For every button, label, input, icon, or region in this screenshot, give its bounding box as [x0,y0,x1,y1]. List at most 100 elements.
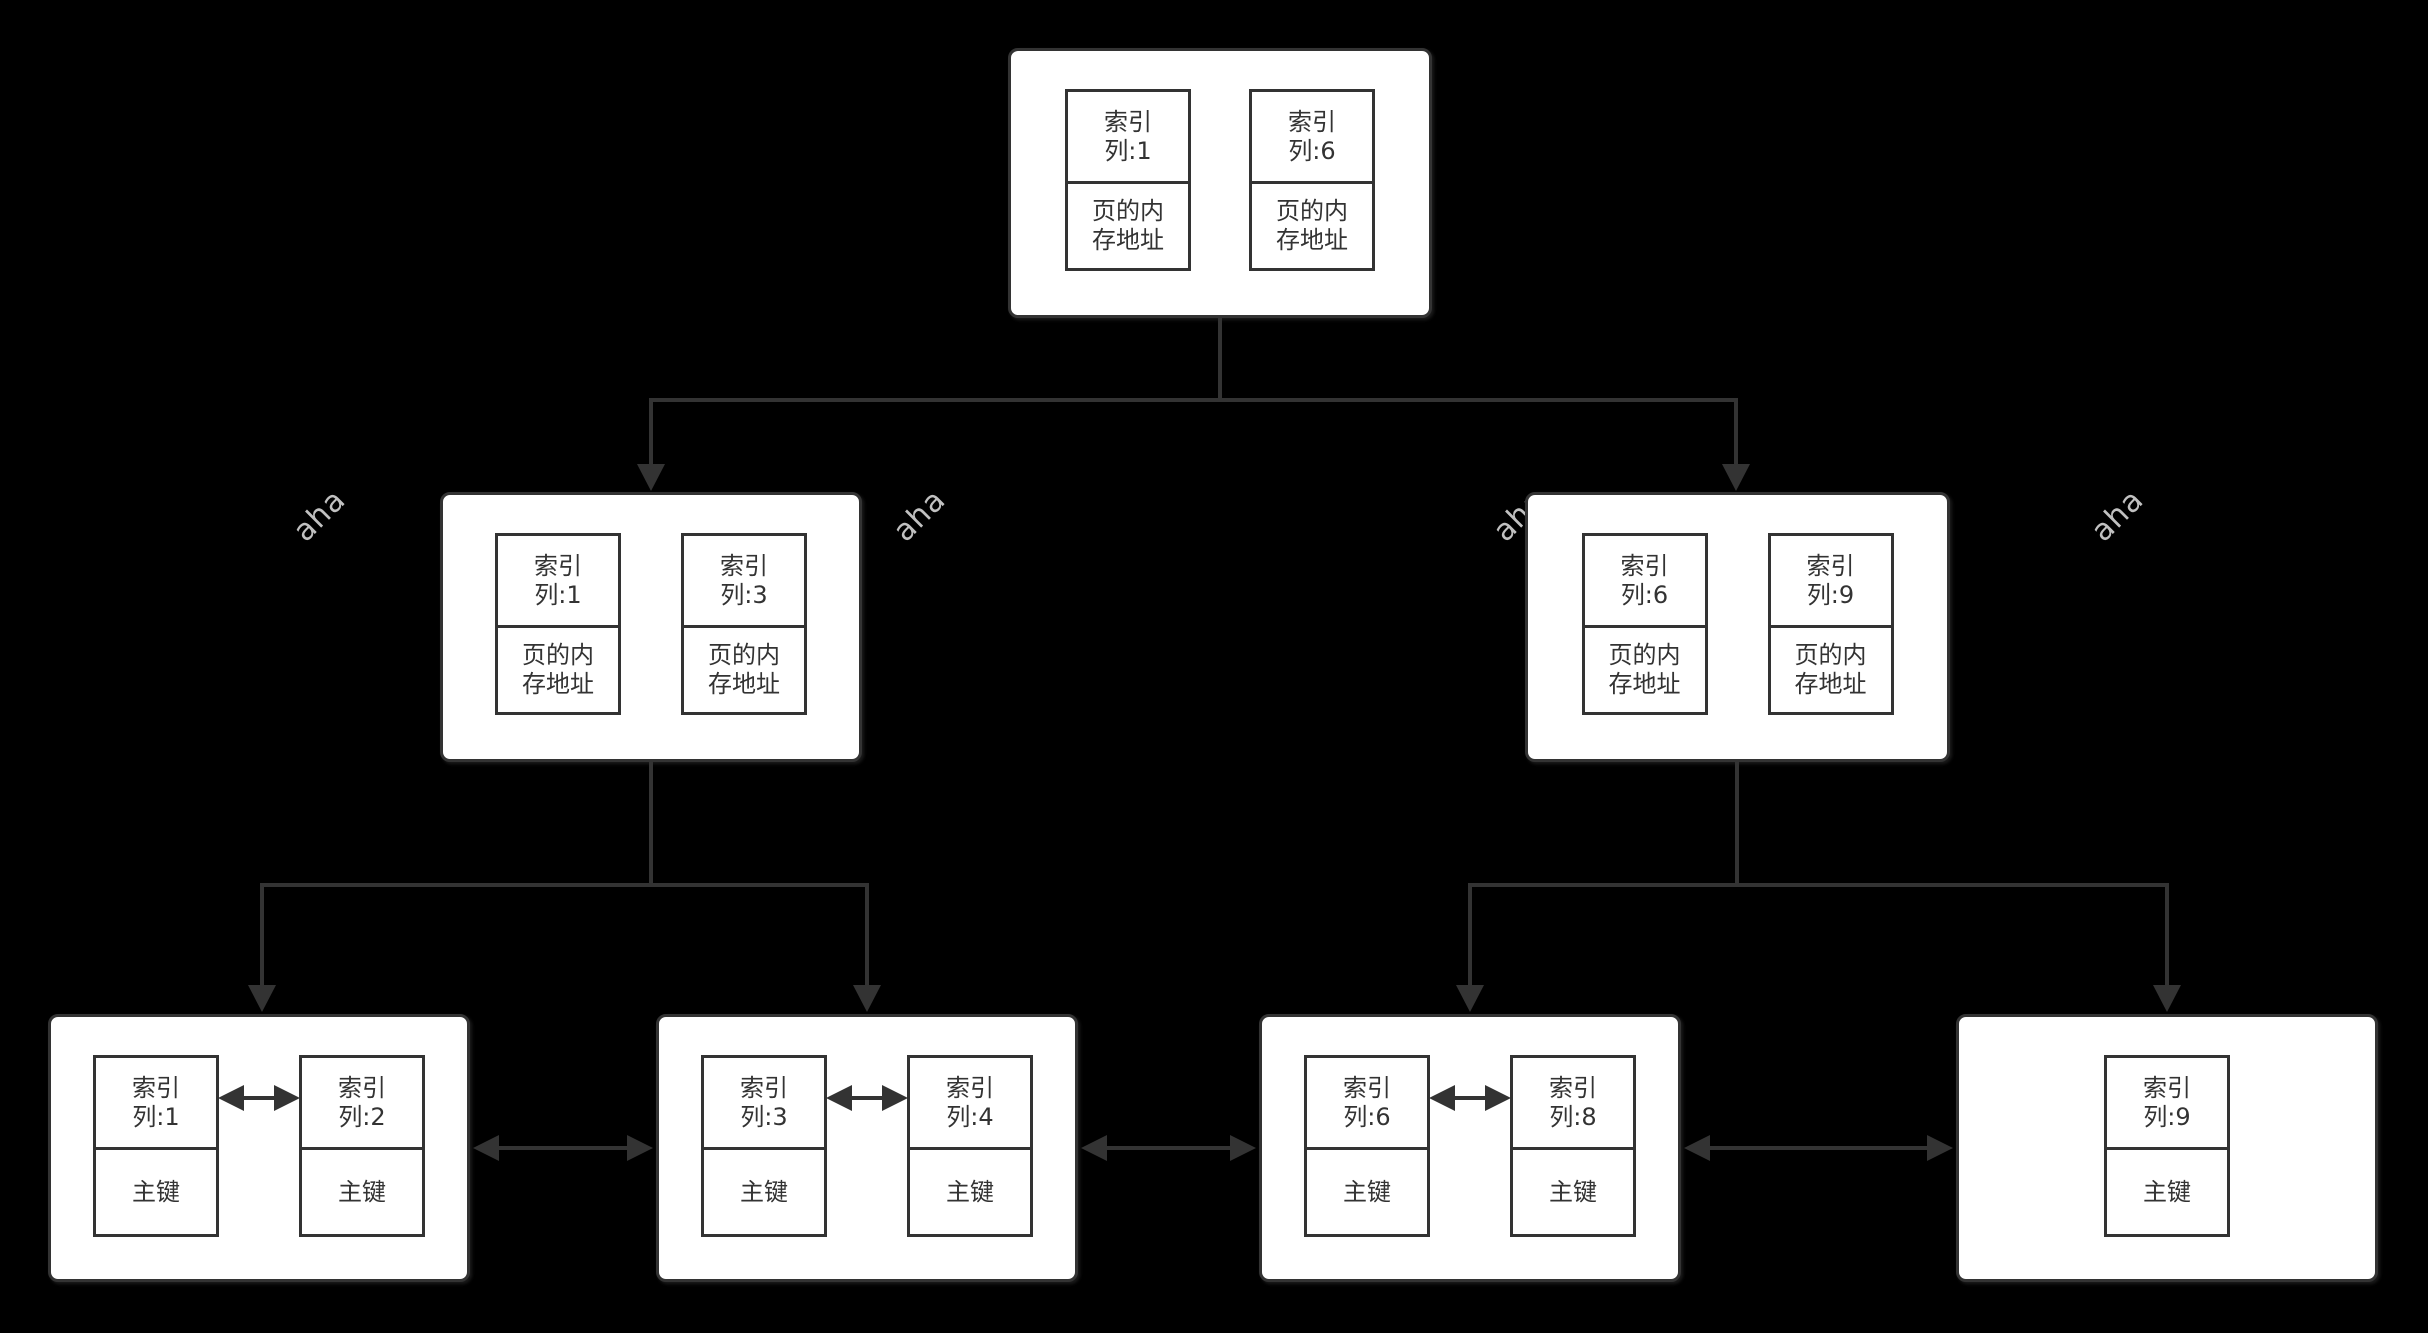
index-key-label: 列:6 [1343,1102,1391,1131]
page-address-label: 页的内 [1608,641,1681,669]
primary-key: 主键 [96,1150,216,1234]
primary-key: 主键 [2107,1150,2227,1234]
page-address: 页的内 存地址 [1252,184,1372,268]
index-entry-cell: 索引 列:2 主键 [299,1055,425,1237]
arrowhead-down-icon [1456,985,1484,1012]
page-address-label: 页的内 [1276,197,1348,225]
page-address-label: 页的内 [1794,641,1867,669]
watermark-text: aha [886,482,953,549]
arrowhead-down-icon [2153,985,2181,1012]
primary-key-label: 主键 [946,1177,994,1206]
primary-key-label: 主键 [2143,1177,2191,1206]
index-key-label: 列:1 [534,580,582,609]
primary-key: 主键 [302,1150,422,1234]
page-address: 页的内 存地址 [684,628,804,712]
index-key-label: 列:1 [132,1102,180,1131]
index-entry-cell: 索引 列:3 页的内 存地址 [681,533,807,715]
leaf-node-3: 索引 列:6 主键 索引 列:8 主键 [1259,1014,1681,1282]
index-key-label: 索引 [534,551,582,580]
index-key: 索引 列:6 [1584,536,1705,628]
page-address-label: 存地址 [1092,226,1164,254]
arrowhead-right-icon [1230,1135,1256,1161]
index-key: 索引 列:6 [1307,1058,1427,1150]
index-key: 索引 列:3 [704,1058,824,1150]
index-key: 索引 列:4 [910,1058,1030,1150]
index-key-label: 列:6 [1620,580,1669,609]
index-entry-cell: 索引 列:9 主键 [2104,1055,2230,1237]
primary-key: 主键 [1513,1150,1633,1234]
arrowhead-down-icon [853,985,881,1012]
index-key-label: 列:6 [1288,136,1336,165]
index-key: 索引 列:1 [1068,92,1188,184]
index-entry-cell: 索引 列:1 页的内 存地址 [495,533,621,715]
index-key-label: 索引 [946,1073,994,1102]
index-entry-cell: 索引 列:1 主键 [93,1055,219,1237]
page-address-label: 存地址 [1794,670,1867,698]
index-key-label: 索引 [740,1073,788,1102]
index-entry-cell: 索引 列:6 主键 [1304,1055,1430,1237]
index-key-label: 列:3 [740,1102,788,1131]
primary-key: 主键 [704,1150,824,1234]
index-key-label: 列:8 [1549,1102,1597,1131]
index-key-label: 索引 [1549,1073,1597,1102]
index-key-label: 列:4 [946,1102,994,1131]
leaf-node-4: 索引 列:9 主键 [1956,1014,2378,1282]
index-key-label: 索引 [132,1073,180,1102]
page-address-label: 存地址 [708,670,780,698]
index-entry-cell: 索引 列:4 主键 [907,1055,1033,1237]
index-key-label: 索引 [1620,551,1669,580]
index-entry-cell: 索引 列:6 页的内 存地址 [1581,533,1708,715]
page-address-label: 页的内 [1092,197,1164,225]
index-key-label: 列:2 [338,1102,386,1131]
index-entry-cell: 索引 列:8 主键 [1510,1055,1636,1237]
index-key: 索引 列:3 [684,536,804,628]
index-key: 索引 列:9 [2107,1058,2227,1150]
index-key-label: 列:3 [720,580,768,609]
primary-key-label: 主键 [1549,1177,1597,1206]
index-entry-cell: 索引 列:6 页的内 存地址 [1249,89,1375,271]
watermark-text: aha [2084,482,2151,549]
page-address-label: 存地址 [1608,670,1681,698]
index-key-label: 索引 [1806,551,1855,580]
primary-key-label: 主键 [1343,1177,1391,1206]
index-key-label: 索引 [2143,1073,2191,1102]
primary-key-label: 主键 [132,1177,180,1206]
index-key-label: 列:9 [1806,580,1855,609]
index-key: 索引 列:8 [1513,1058,1633,1150]
arrowhead-left-icon [473,1135,499,1161]
index-key-label: 列:9 [2143,1102,2191,1131]
arrowhead-down-icon [637,464,665,491]
index-key: 索引 列:6 [1252,92,1372,184]
index-key-label: 索引 [1288,107,1336,136]
index-key: 索引 列:1 [498,536,618,628]
arrowhead-right-icon [627,1135,653,1161]
arrowhead-left-icon [1684,1135,1710,1161]
page-address: 页的内 存地址 [498,628,618,712]
watermark-text: aha [286,482,353,549]
page-address-label: 页的内 [522,641,594,669]
index-key: 索引 列:1 [96,1058,216,1150]
page-address: 页的内 存地址 [1068,184,1188,268]
arrowhead-down-icon [248,985,276,1012]
page-address: 页的内 存地址 [1771,628,1891,712]
index-key-label: 索引 [1343,1073,1391,1102]
root-node: 索引 列:1 页的内 存地址 索引 列:6 页的内 存地址 [1008,48,1432,318]
index-key-label: 索引 [720,551,768,580]
page-address-label: 存地址 [1276,226,1348,254]
index-entry-cell: 索引 列:1 页的内 存地址 [1065,89,1191,271]
index-key-label: 索引 [1104,107,1152,136]
page-address: 页的内 存地址 [1585,628,1705,712]
leaf-node-1: 索引 列:1 主键 索引 列:2 主键 [48,1014,470,1282]
index-key: 索引 列:9 [1770,536,1891,628]
primary-key: 主键 [1307,1150,1427,1234]
page-address-label: 页的内 [708,641,780,669]
leaf-node-2: 索引 列:3 主键 索引 列:4 主键 [656,1014,1078,1282]
index-entry-cell: 索引 列:9 页的内 存地址 [1767,533,1894,715]
internal-node-right: 索引 列:6 页的内 存地址 索引 列:9 页的内 存地址 [1525,492,1950,762]
index-key: 索引 列:2 [302,1058,422,1150]
arrowhead-right-icon [1927,1135,1953,1161]
index-entry-cell: 索引 列:3 主键 [701,1055,827,1237]
index-key-label: 列:1 [1104,136,1152,165]
primary-key-label: 主键 [338,1177,386,1206]
